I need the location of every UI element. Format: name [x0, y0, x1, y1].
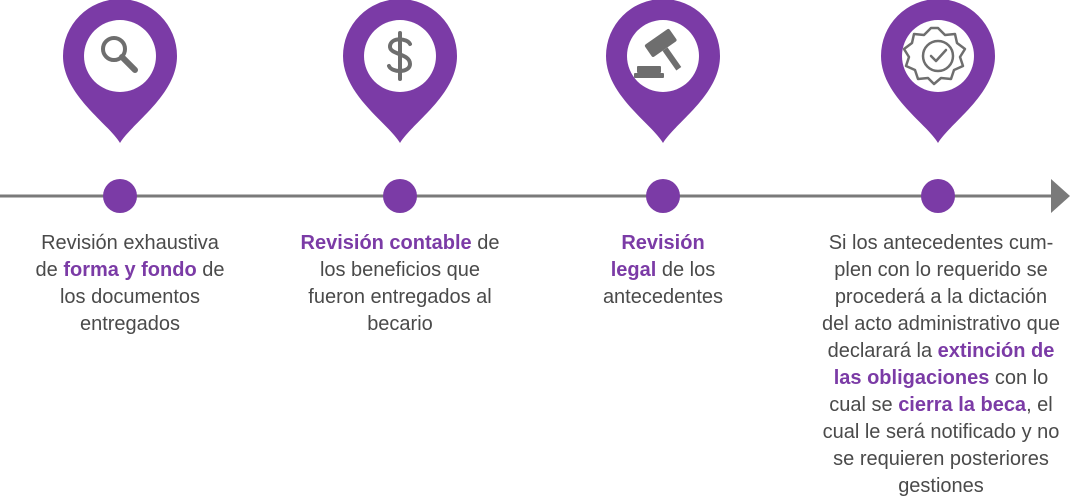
- description-text: antecedentes: [602, 286, 724, 308]
- description-text: procederá a la dictación: [834, 286, 1048, 308]
- description-text: los documentos: [59, 286, 201, 308]
- description-text: entregados: [79, 313, 181, 335]
- description-text: cual le será notificado y no: [822, 421, 1060, 443]
- description-text: gestiones: [898, 475, 984, 497]
- timeline-dot: [646, 179, 680, 213]
- timeline-dot: [103, 179, 137, 213]
- step-4-pin: [881, 0, 995, 143]
- step-4-description: Si los antecedentes cum-plen con lo requ…: [800, 230, 1079, 500]
- description-text: Revisión exhaustiva: [41, 232, 219, 254]
- description-text: de los: [656, 259, 716, 281]
- description-text: de: [35, 259, 64, 281]
- step-1-pin: [63, 0, 177, 143]
- highlighted-text: las obligaciones: [833, 367, 990, 389]
- highlighted-text: legal: [610, 259, 657, 281]
- highlighted-text: forma y fondo: [63, 259, 197, 281]
- highlighted-text: extinción de: [937, 340, 1055, 362]
- timeline-dot: [383, 179, 417, 213]
- dollar-icon: [387, 31, 412, 81]
- certified-badge-icon: [902, 26, 967, 86]
- description-text: se requieren posteriores: [833, 448, 1049, 470]
- description-text: de: [196, 259, 225, 281]
- step-3-pin: [606, 0, 720, 143]
- step-3-description: Revisión legal de los antecedentes: [578, 230, 748, 311]
- description-text: con lo: [989, 367, 1049, 389]
- highlighted-text: cierra la beca: [898, 394, 1027, 416]
- description-text: becario: [367, 313, 433, 335]
- description-text: plen con lo requerido se: [834, 259, 1048, 281]
- highlighted-text: Revisión: [621, 232, 705, 254]
- description-text: de: [471, 232, 500, 254]
- description-text: , el: [1026, 394, 1053, 416]
- highlighted-text: Revisión contable: [300, 232, 472, 254]
- timeline-dot: [921, 179, 955, 213]
- timeline-arrowhead: [1051, 179, 1070, 213]
- magnifier-icon: [101, 36, 138, 73]
- description-text: fueron entregados al: [308, 286, 492, 308]
- gavel-icon: [634, 28, 682, 78]
- timeline-diagram: [0, 0, 1070, 213]
- step-2-pin: [343, 0, 457, 143]
- description-text: cual se: [829, 394, 899, 416]
- description-text: declarará la: [827, 340, 938, 362]
- description-text: los beneficios que: [319, 259, 481, 281]
- step-1-description: Revisión exhaustiva de forma y fondo de lo…: [20, 230, 240, 338]
- description-text: del acto administrativo que: [822, 313, 1060, 335]
- description-text: Si los antecedentes cum-: [828, 232, 1054, 254]
- step-2-description: Revisión contable de los beneficios que fu…: [284, 230, 516, 338]
